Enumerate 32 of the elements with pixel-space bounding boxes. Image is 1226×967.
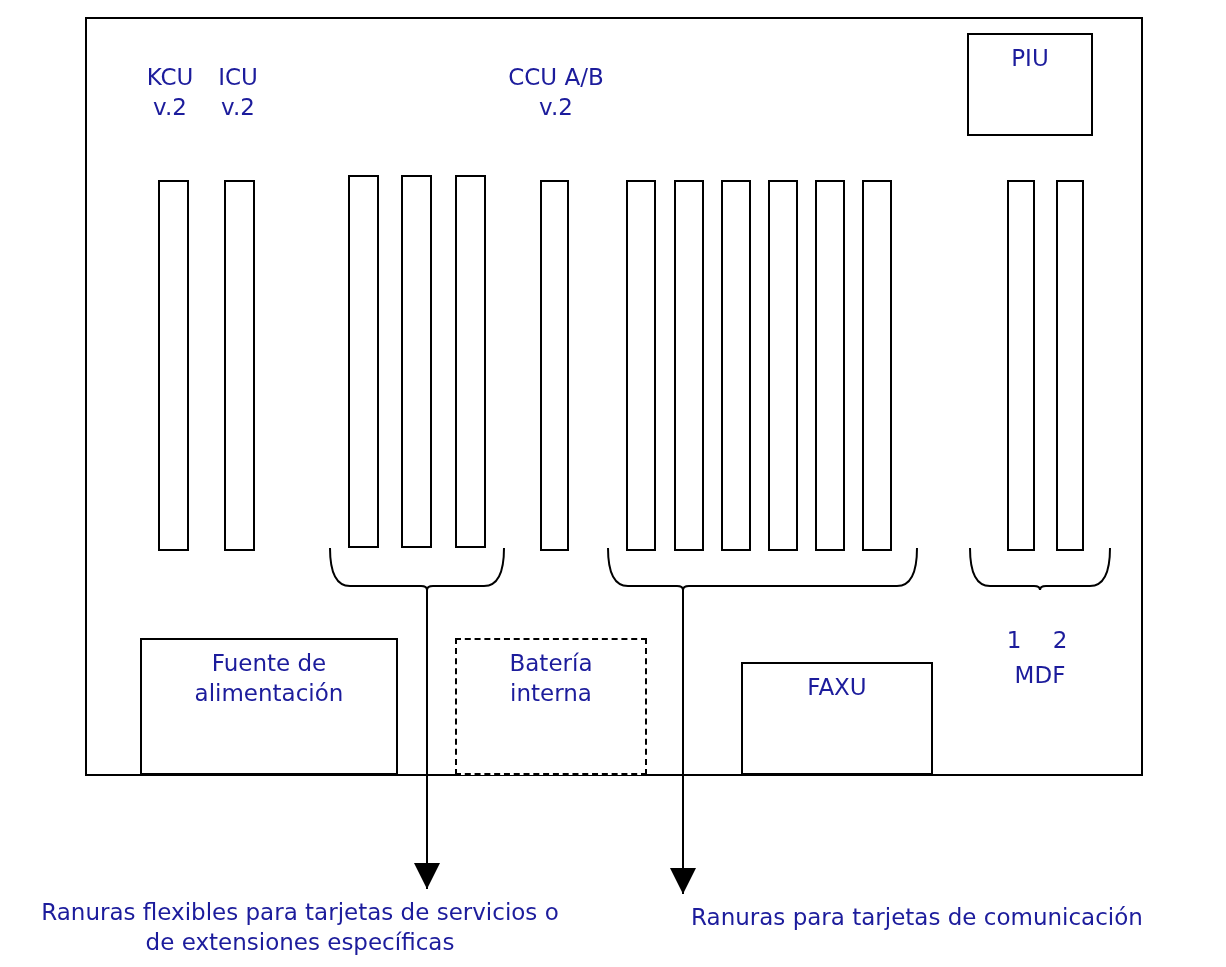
cabinet-outline xyxy=(85,17,1143,776)
slot-label: ICU v.2 xyxy=(217,63,259,122)
card-slot xyxy=(815,180,845,551)
card-slot xyxy=(540,180,569,551)
card-slot xyxy=(721,180,751,551)
slot-label: KCU v.2 xyxy=(145,63,195,122)
card-slot xyxy=(1056,180,1084,551)
caption-text: Ranuras flexibles para tarjetas de servicios o de extensiones específicas xyxy=(30,897,570,961)
connector-label: 2 xyxy=(1051,626,1069,655)
unit-box: PIU xyxy=(967,33,1093,136)
card-slot xyxy=(674,180,704,551)
caption-text: Ranuras para tarjetas de comunicación xyxy=(612,902,1222,938)
card-slot xyxy=(401,175,432,548)
card-slot xyxy=(1007,180,1035,551)
card-slot xyxy=(626,180,656,551)
unit-box: FAXU xyxy=(741,662,933,775)
arrow xyxy=(670,589,696,895)
bracket xyxy=(329,548,505,590)
connector-label: 1 xyxy=(1005,626,1023,655)
card-slot xyxy=(224,180,255,551)
bracket xyxy=(969,548,1111,590)
unit-box: Fuente de alimentación xyxy=(140,638,398,775)
bracket xyxy=(607,548,918,590)
battery-box: Batería interna xyxy=(455,638,647,775)
card-slot xyxy=(768,180,798,551)
card-slot xyxy=(862,180,892,551)
slot-label: CCU A/B v.2 xyxy=(507,63,605,122)
arrow xyxy=(414,589,440,890)
card-slot xyxy=(455,175,486,548)
card-slot xyxy=(348,175,379,548)
connector-label: MDF xyxy=(1013,661,1067,690)
card-slot xyxy=(158,180,189,551)
